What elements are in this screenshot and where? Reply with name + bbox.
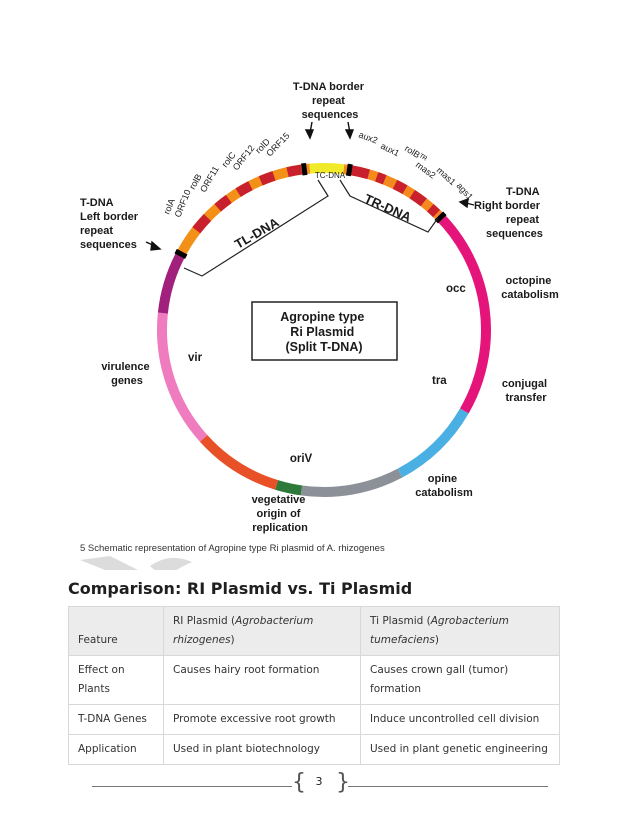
octopine-label: octopine catabolism: [501, 275, 559, 301]
tl-gene-band: [214, 194, 232, 212]
opine-region: [300, 468, 403, 497]
origin-region: [199, 435, 279, 490]
gene-rolbtr: rolBᵀᴿ: [403, 143, 429, 164]
plasmid-title-box: [251, 301, 398, 361]
table-row: Effect on Plants Causes hairy root forma…: [68, 655, 560, 705]
oriv-label: oriV: [290, 453, 313, 465]
tra-label: tra: [432, 375, 447, 387]
header-feature: Feature: [68, 606, 164, 656]
tra-region: [397, 408, 469, 478]
table-cell: Promote excessive root growth: [163, 704, 361, 735]
table-cell: Used in plant genetic engineering: [360, 734, 560, 765]
vegetative-label: vegetative origin of replication: [252, 494, 309, 534]
tl-dna-bracket: [183, 179, 329, 277]
ri-plasmid-diagram: Agropine type Ri Plasmid (Split T-DNA) T…: [80, 81, 559, 570]
tr-gene-band: [392, 179, 408, 195]
footer-line-left: [92, 786, 292, 787]
plasmid-title: Agropine type Ri Plasmid (Split T-DNA): [280, 310, 368, 354]
gene-mas2: mas2: [414, 160, 438, 181]
footer-brace-left: {: [292, 770, 306, 795]
gene-mas1: mas1: [435, 165, 458, 187]
figure-caption: 5 Schematic representation of Agropine t…: [80, 543, 385, 554]
header-ri-plasmid: RI Plasmid (Agrobacterium rhizogenes): [163, 606, 361, 656]
virulence-label: virulence genes: [101, 361, 152, 387]
opine-label: opine catabolism: [415, 473, 473, 499]
occ-label: occ: [446, 283, 466, 295]
occ-region: [435, 211, 491, 414]
right-border-label: T-DNA Right border repeat sequences: [474, 186, 543, 240]
table-cell: Induce uncontrolled cell division: [360, 704, 560, 735]
tr-gene-band: [375, 172, 387, 185]
table-cell: Used in plant biotechnology: [163, 734, 361, 765]
tl-gene-band: [258, 171, 276, 186]
right-border-marker: [434, 211, 447, 224]
top-border-marker-left: [301, 162, 308, 176]
tc-dna-label: TC-DNA: [315, 171, 346, 180]
vir-region: [157, 312, 208, 442]
footer-brace-right: }: [336, 770, 350, 795]
gene-aux2: aux2: [357, 129, 379, 145]
left-border-marker: [174, 248, 188, 259]
tl-gene-band: [286, 164, 303, 178]
table-row: Application Used in plant biotechnology …: [68, 734, 560, 765]
tr-gene-band: [348, 165, 371, 180]
left-border-arrow: [145, 240, 162, 251]
left-region: [157, 251, 186, 314]
tl-gene-band: [192, 213, 212, 234]
watermark-shape: [80, 556, 192, 570]
tl-gene-band: [235, 181, 253, 197]
table-row: T-DNA Genes Promote excessive root growt…: [68, 704, 560, 735]
oriv-region: [275, 480, 303, 496]
vir-label: vir: [188, 352, 203, 364]
conjugal-label: conjugal transfer: [502, 378, 550, 404]
table-header-row: Feature RI Plasmid (Agrobacterium rhizog…: [68, 606, 560, 656]
right-border-arrow: [458, 197, 475, 209]
tr-gene-band: [426, 203, 441, 218]
table-cell: Causes hairy root formation: [163, 655, 361, 705]
left-border-label: T-DNA Left border repeat sequences: [80, 197, 141, 251]
tr-dna-bracket: [339, 179, 439, 233]
header-ti-plasmid: Ti Plasmid (Agrobacterium tumefaciens): [360, 606, 560, 656]
tc-dna-region: [309, 163, 345, 175]
tl-dna-label: TL-DNA: [232, 214, 282, 251]
table-cell: T-DNA Genes: [68, 704, 164, 735]
gene-ags1: ags1: [455, 181, 476, 202]
top-border-marker-right: [345, 163, 353, 177]
plasmid-ring: [157, 162, 491, 497]
border-top-arrows: [304, 121, 355, 140]
page-number: 3: [315, 775, 323, 788]
comparison-table: Feature RI Plasmid (Agrobacterium rhizog…: [68, 606, 560, 765]
tr-gene-band: [409, 189, 427, 207]
table-cell: Causes crown gall (tumor) formation: [360, 655, 560, 705]
border-top-label: T-DNA border repeat sequences: [293, 81, 367, 121]
table-cell: Effect on Plants: [68, 655, 164, 705]
gene-aux1: aux1: [379, 141, 401, 159]
footer-line-right: [348, 786, 548, 787]
table-cell: Application: [68, 734, 164, 765]
section-title: Comparison: RI Plasmid vs. Ti Plasmid: [68, 579, 413, 598]
